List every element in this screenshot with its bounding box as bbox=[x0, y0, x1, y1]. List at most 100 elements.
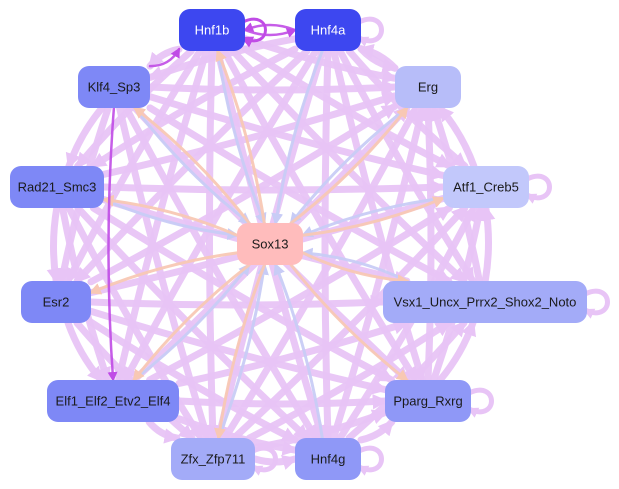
edge-zfx-to-sox13 bbox=[217, 262, 269, 440]
node-vsx1-box bbox=[383, 281, 587, 323]
edge-rad21-to-esr2 bbox=[46, 204, 62, 285]
edge-elf1-to-sox13 bbox=[132, 263, 251, 382]
edge-pparg-to-erg bbox=[420, 104, 437, 384]
self-loop-atf1 bbox=[525, 173, 552, 204]
edge-hnf4a-to-hnf4g bbox=[319, 47, 336, 442]
edge-sox13-to-erg bbox=[289, 106, 409, 225]
self-loop-hnf4g bbox=[357, 445, 384, 476]
edge-sox13-to-elf1 bbox=[132, 263, 251, 382]
self-loop-vsx1 bbox=[583, 288, 610, 319]
node-zfx-box bbox=[171, 438, 255, 480]
self-loop-hnf4a bbox=[357, 16, 384, 47]
edge-sox13-to-atf1 bbox=[301, 196, 446, 237]
node-esr2-box bbox=[21, 281, 91, 323]
edge-elf1-to-atf1 bbox=[146, 204, 453, 384]
edge-erg-to-hnf4a bbox=[357, 43, 399, 72]
edge-hnf4a-to-rad21 bbox=[89, 45, 299, 170]
node-hnf4g: Hnf4g bbox=[295, 438, 361, 480]
edge-vsx1-to-sox13 bbox=[300, 247, 409, 283]
node-esr2-label: Esr2 bbox=[43, 295, 70, 310]
edge-hnf1b-to-zfx bbox=[204, 47, 221, 442]
node-erg: Erg bbox=[395, 66, 461, 108]
self-loop-pparg bbox=[467, 387, 494, 418]
edge-esr2-to-vsx1 bbox=[87, 294, 387, 311]
edge-rad21-to-pparg bbox=[89, 204, 396, 384]
edge-elf1-to-zfx bbox=[145, 418, 181, 444]
edge-hnf4g-to-sox13 bbox=[273, 262, 324, 440]
node-erg-label: Erg bbox=[418, 80, 438, 95]
node-hnf4a-label: Hnf4a bbox=[311, 23, 346, 38]
edge-klf4-to-rad21 bbox=[65, 104, 106, 170]
node-elf1-box bbox=[47, 380, 179, 422]
edge-rad21-to-atf1 bbox=[100, 179, 447, 196]
edge-sox13-to-klf4 bbox=[133, 106, 251, 225]
self-loop-hnf1b bbox=[240, 17, 267, 48]
node-klf4-label: Klf4_Sp3 bbox=[88, 80, 141, 95]
node-vsx1-label: Vsx1_Uncx_Prrx2_Shox2_Noto bbox=[394, 295, 577, 310]
node-hnf1b: Hnf1b bbox=[179, 9, 245, 51]
edge-rad21-to-erg bbox=[100, 92, 399, 178]
node-erg-box bbox=[395, 66, 461, 108]
node-rad21-label: Rad21_Smc3 bbox=[18, 180, 97, 195]
edge-hnf4g-to-atf1 bbox=[336, 204, 478, 442]
edge-sox13-to-hnf1b bbox=[215, 48, 266, 225]
edge-atf1-to-erg bbox=[436, 104, 478, 170]
edge-rad21-to-sox13 bbox=[102, 198, 240, 241]
edge-zfx-to-atf1 bbox=[230, 204, 469, 442]
node-hnf1b-box bbox=[179, 9, 245, 51]
self-loop-zfx bbox=[251, 445, 278, 476]
node-sox13-box bbox=[237, 223, 303, 265]
node-hnf1b-label: Hnf1b bbox=[195, 23, 230, 38]
node-rad21: Rad21_Smc3 bbox=[10, 166, 104, 208]
node-zfx: Zfx_Zfp711 bbox=[171, 438, 255, 480]
edge-klf4-to-vsx1 bbox=[146, 104, 453, 285]
edges-layer bbox=[46, 22, 496, 470]
node-klf4-box bbox=[78, 66, 150, 108]
edge-sox13-to-rad21 bbox=[101, 194, 239, 237]
edge-esr2-to-elf1 bbox=[64, 319, 105, 384]
node-sox13: Sox13 bbox=[237, 223, 303, 265]
node-zfx-label: Zfx_Zfp711 bbox=[181, 452, 246, 467]
node-atf1-box bbox=[443, 166, 529, 208]
edge-hnf4g-to-pparg bbox=[357, 418, 396, 444]
node-hnf4g-label: Hnf4g bbox=[311, 452, 346, 467]
edge-hnf1b-to-hnf4a bbox=[243, 28, 297, 38]
edge-sox13-to-pparg bbox=[289, 263, 409, 382]
edge-klf4-to-hnf4g bbox=[122, 104, 320, 442]
edge-elf1-to-pparg bbox=[175, 394, 389, 410]
node-vsx1: Vsx1_Uncx_Prrx2_Shox2_Noto bbox=[383, 281, 587, 323]
edge-klf4-to-hnf1b bbox=[148, 47, 181, 68]
edge-klf4-to-atf1 bbox=[146, 93, 447, 181]
node-hnf4g-box bbox=[295, 438, 361, 480]
node-hnf4a-box bbox=[295, 9, 361, 51]
edge-sox13-to-zfx bbox=[214, 263, 266, 441]
edge-zfx-to-erg bbox=[221, 104, 420, 442]
node-klf4: Klf4_Sp3 bbox=[78, 66, 150, 108]
edge-atf1-to-sox13 bbox=[300, 196, 445, 238]
edge-esr2-to-erg bbox=[87, 102, 399, 286]
edge-hnf4a-to-sox13 bbox=[271, 49, 324, 226]
edge-hnf1b-to-sox13 bbox=[216, 49, 267, 226]
edge-erg-to-sox13 bbox=[289, 106, 409, 225]
edge-klf4-to-elf1 bbox=[107, 106, 118, 382]
edge-vsx1-to-atf1 bbox=[480, 204, 496, 285]
node-atf1: Atf1_Creb5 bbox=[443, 166, 529, 208]
self-loops-layer bbox=[240, 16, 610, 476]
node-elf1: Elf1_Elf2_Etv2_Elf4 bbox=[47, 380, 179, 422]
node-esr2: Esr2 bbox=[21, 281, 91, 323]
node-pparg-box bbox=[385, 380, 471, 422]
node-pparg-label: Pparg_Rxrg bbox=[393, 394, 462, 409]
edge-klf4-to-sox13 bbox=[133, 106, 251, 225]
edge-sox13-to-esr2 bbox=[88, 251, 239, 295]
node-elf1-label: Elf1_Elf2_Etv2_Elf4 bbox=[56, 394, 171, 409]
node-rad21-box bbox=[10, 166, 104, 208]
edge-hnf1b-to-pparg bbox=[220, 47, 420, 384]
edge-elf1-to-vsx1 bbox=[175, 319, 410, 387]
node-pparg: Pparg_Rxrg bbox=[385, 380, 471, 422]
node-sox13-label: Sox13 bbox=[252, 237, 289, 252]
edge-hnf4g-to-erg bbox=[330, 104, 428, 442]
edge-pparg-to-vsx1 bbox=[436, 319, 477, 384]
edge-sox13-to-vsx1 bbox=[301, 251, 410, 287]
